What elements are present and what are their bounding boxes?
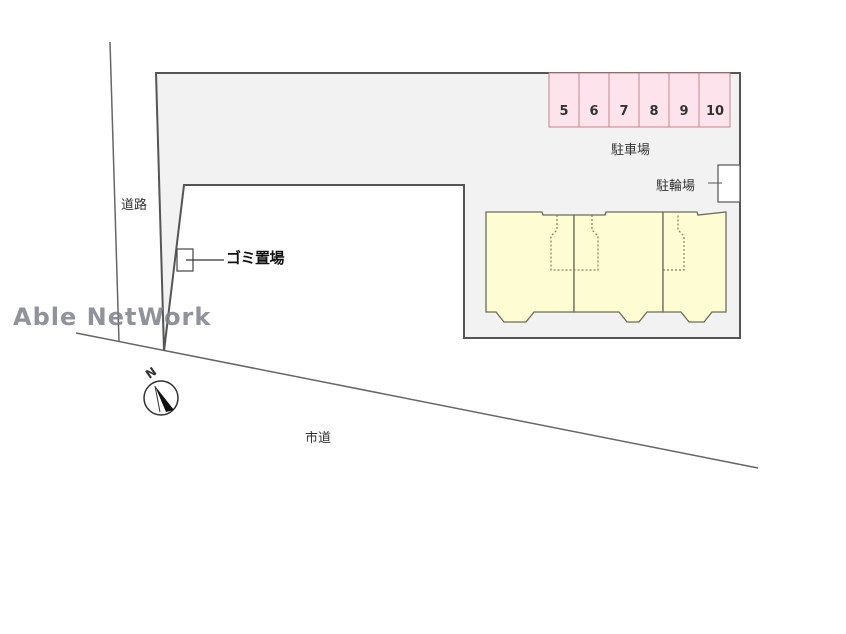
parking-space-number: 9 xyxy=(679,104,689,119)
building-dotted-lines xyxy=(550,215,685,271)
parking-label: 駐車場 xyxy=(611,143,651,158)
parking-space-number: 6 xyxy=(589,104,599,119)
side-road-edge xyxy=(109,41,120,343)
side-road-label: 道路 xyxy=(121,198,148,213)
parking-spaces xyxy=(548,72,731,128)
parking-space-number: 7 xyxy=(619,104,629,119)
garbage-station-label: ゴミ置場 xyxy=(226,249,285,267)
apartment-building xyxy=(485,211,727,323)
bicycle-parking-label: 駐輪場 xyxy=(656,179,696,194)
parking-space-number: 8 xyxy=(649,104,659,119)
watermark: Able NetWork xyxy=(13,303,212,331)
parking-space-number: 5 xyxy=(559,104,569,119)
city-road-label: 市道 xyxy=(305,431,332,446)
city-road-edge xyxy=(75,332,759,469)
parking-space-number: 10 xyxy=(705,104,725,119)
north-compass-icon xyxy=(143,380,179,416)
